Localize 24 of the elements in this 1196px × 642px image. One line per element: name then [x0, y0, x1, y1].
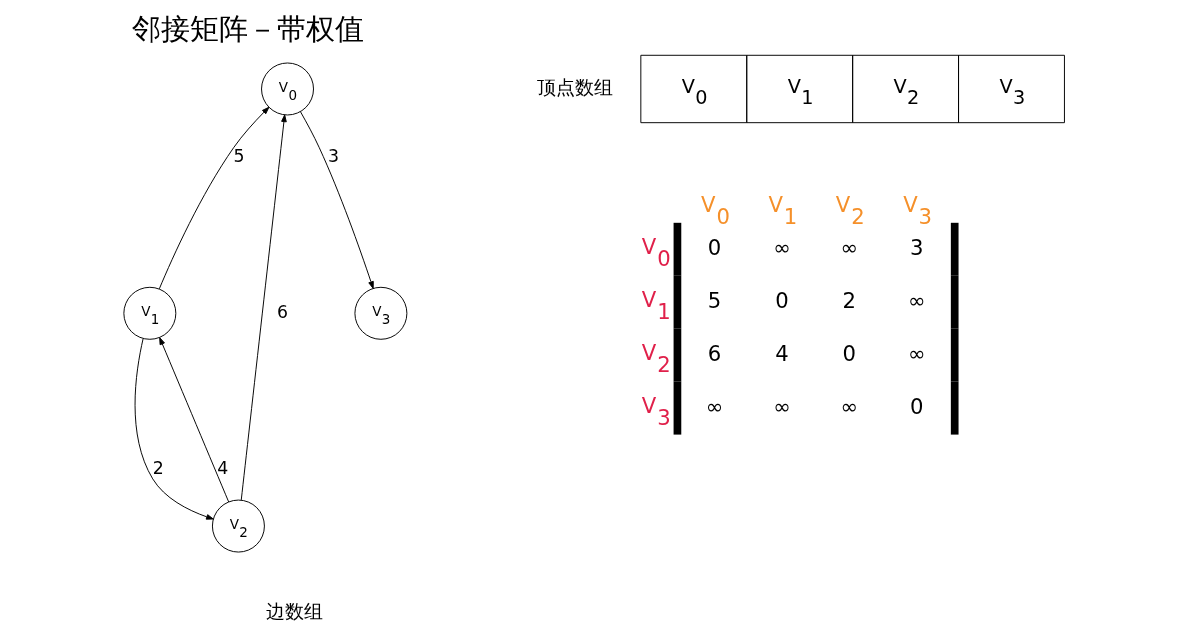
- edge-label: 3: [327, 145, 339, 166]
- label: 3: [909, 234, 924, 260]
- label: ∞: [840, 234, 859, 260]
- label: ∞: [908, 340, 926, 366]
- diagram-title: 邻接矩阵－带权值: [131, 11, 364, 46]
- label: 边数组: [265, 599, 323, 623]
- label: ∞: [840, 393, 859, 419]
- label: 5: [707, 287, 722, 313]
- label: 0: [775, 287, 789, 313]
- label: ∞: [773, 234, 791, 260]
- label: 2: [842, 287, 857, 313]
- label: 0: [909, 393, 924, 419]
- label: ∞: [908, 287, 926, 313]
- label: 4: [775, 340, 789, 366]
- label: ∞: [773, 393, 791, 419]
- label: 6: [707, 340, 722, 366]
- edge-label: 5: [233, 145, 245, 166]
- edge-label: 4: [217, 457, 229, 478]
- edge-label: 2: [152, 457, 164, 478]
- edge-label: 6: [276, 301, 288, 322]
- label: 顶点数组: [536, 75, 613, 99]
- label: ∞: [705, 393, 724, 419]
- label: 0: [707, 234, 722, 260]
- label: 0: [842, 340, 857, 366]
